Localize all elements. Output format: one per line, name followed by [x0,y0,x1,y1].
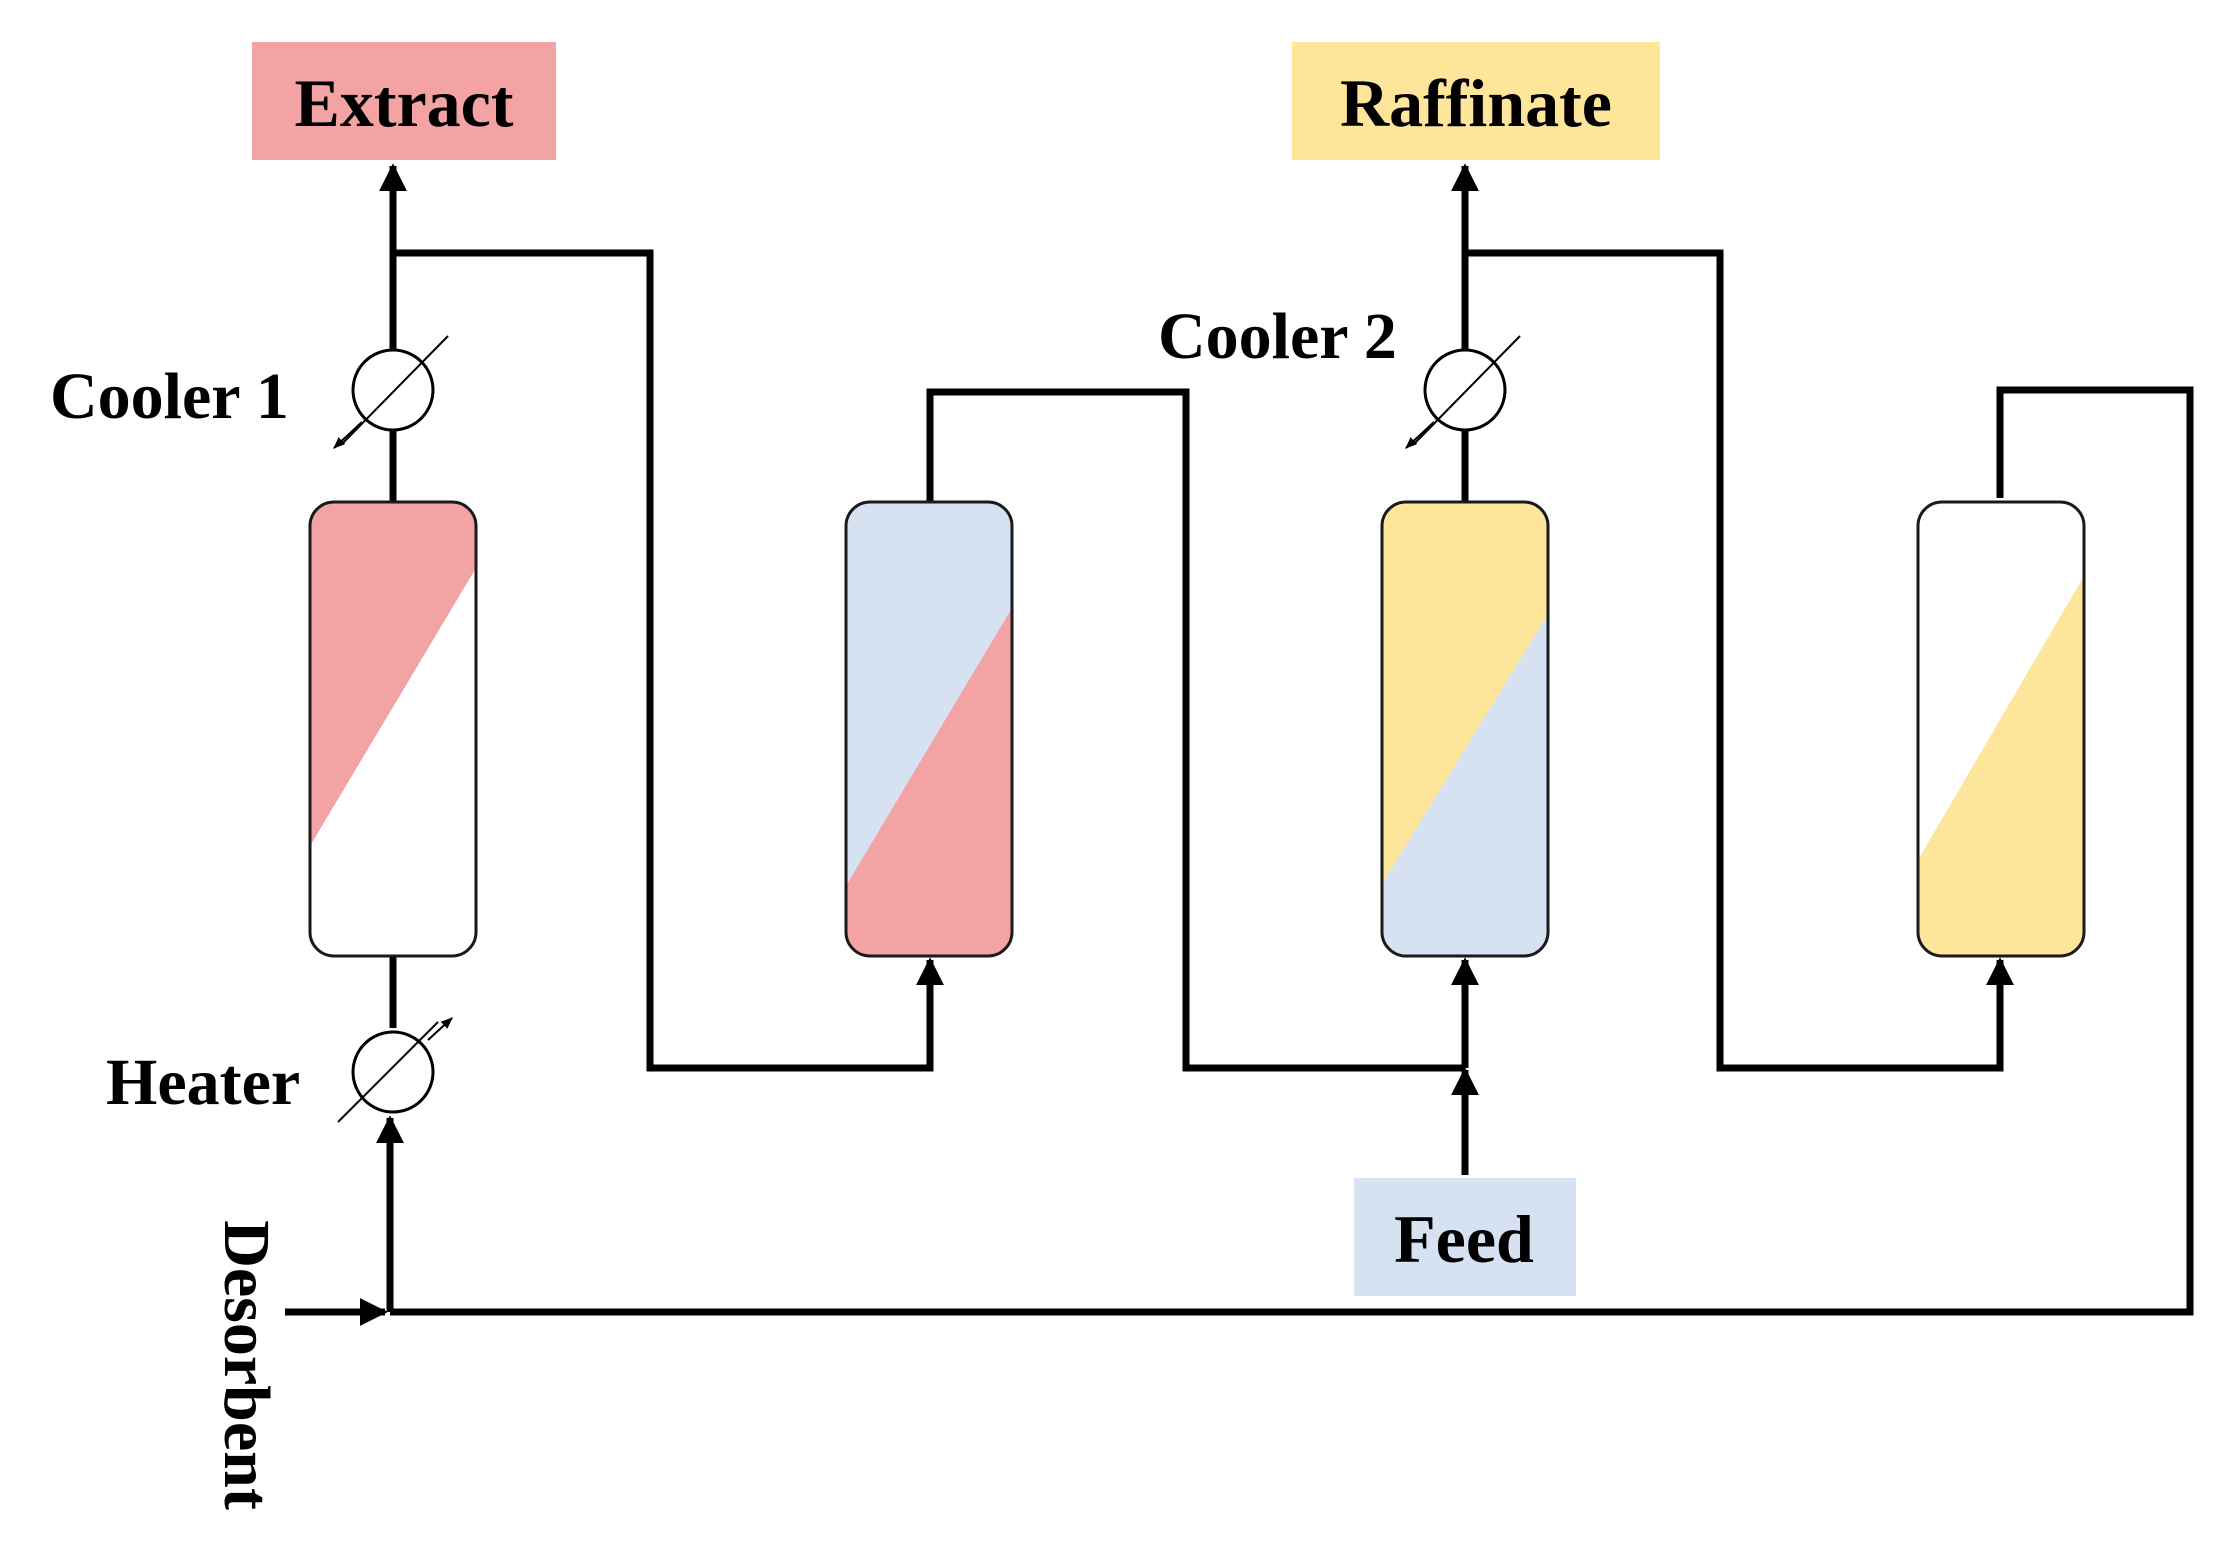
raffinate-label: Raffinate [1340,65,1612,141]
column-3 [1380,500,1550,958]
pipe-col3-to-col4 [1465,249,2014,1072]
cooler-1-icon [333,335,449,449]
extract-label-box [252,42,556,160]
extract-label: Extract [294,65,513,141]
pipe-col1-to-col2 [393,249,944,1072]
heater-label: Heater [106,1046,300,1119]
feed-label-box [1354,1178,1576,1296]
feed-label: Feed [1394,1201,1534,1277]
desorbent-label: Desorbent [210,1220,283,1510]
column-2 [844,500,1014,958]
pipe-col2-to-col3 [926,388,1465,1072]
cooler-2-label: Cooler 2 [1158,300,1397,373]
column-1 [308,500,478,958]
raffinate-label-box [1292,42,1660,160]
cooler-1-label: Cooler 1 [50,360,289,433]
column-4 [1916,500,2086,958]
pipe-col4-recycle [390,386,2194,1316]
heater-icon [337,1017,453,1123]
cooler-2-icon [1405,335,1521,449]
